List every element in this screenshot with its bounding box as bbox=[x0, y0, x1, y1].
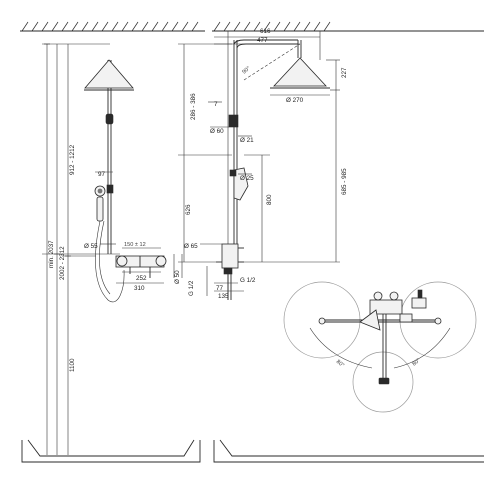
dim-150: 150 ± 12 bbox=[124, 242, 146, 248]
dim-d60: Ø 60 bbox=[210, 128, 224, 135]
dim-d25: Ø 25 bbox=[240, 175, 254, 182]
dim-angle-80-right: 80° bbox=[411, 357, 421, 367]
dim-d65: Ø 65 bbox=[184, 243, 198, 250]
plan-view bbox=[283, 281, 477, 413]
dim-477: 477 bbox=[257, 37, 268, 44]
dim-d21: Ø 21 bbox=[240, 137, 254, 144]
dim-2002-2312: 2002 - 2312 bbox=[59, 246, 66, 280]
dim-135: 135 bbox=[218, 293, 229, 300]
dimension-labels: 616 477 227 Ø 270 286 - 386 7 Ø 60 Ø 21 … bbox=[48, 28, 422, 372]
front-view bbox=[84, 59, 167, 303]
dim-g12-right: G 1/2 bbox=[240, 277, 256, 284]
dim-227: 227 bbox=[341, 67, 348, 78]
dim-77: 77 bbox=[216, 285, 224, 292]
dim-7: 7 bbox=[214, 101, 218, 108]
dim-685-985: 685 - 985 bbox=[341, 168, 348, 195]
dim-286-386: 286 - 386 bbox=[190, 93, 197, 120]
dim-252: 252 bbox=[136, 275, 147, 282]
side-view bbox=[216, 31, 330, 300]
dim-min-2037: min. 2037 bbox=[48, 240, 55, 268]
floor-right bbox=[213, 439, 484, 463]
dim-g12-left: G 1/2 bbox=[188, 280, 195, 296]
ceiling-left bbox=[20, 21, 205, 32]
floor-left bbox=[21, 439, 201, 463]
dim-616: 616 bbox=[260, 28, 271, 35]
dim-d55: Ø 55 bbox=[84, 243, 98, 250]
dim-626: 626 bbox=[185, 204, 192, 215]
dim-d50: Ø 50 bbox=[174, 270, 181, 284]
dim-310: 310 bbox=[134, 285, 145, 292]
ceiling-right bbox=[212, 21, 484, 32]
dim-angle-90: 90° bbox=[241, 65, 251, 75]
dimension-lines bbox=[42, 31, 340, 455]
dim-angle-80-left: 80° bbox=[335, 359, 345, 369]
dim-d270: Ø 270 bbox=[286, 97, 304, 104]
dim-912-1212: 912 - 1212 bbox=[69, 144, 76, 175]
dim-800: 800 bbox=[266, 194, 273, 205]
dim-97: 97 bbox=[98, 171, 106, 178]
dim-1100: 1100 bbox=[69, 358, 76, 372]
